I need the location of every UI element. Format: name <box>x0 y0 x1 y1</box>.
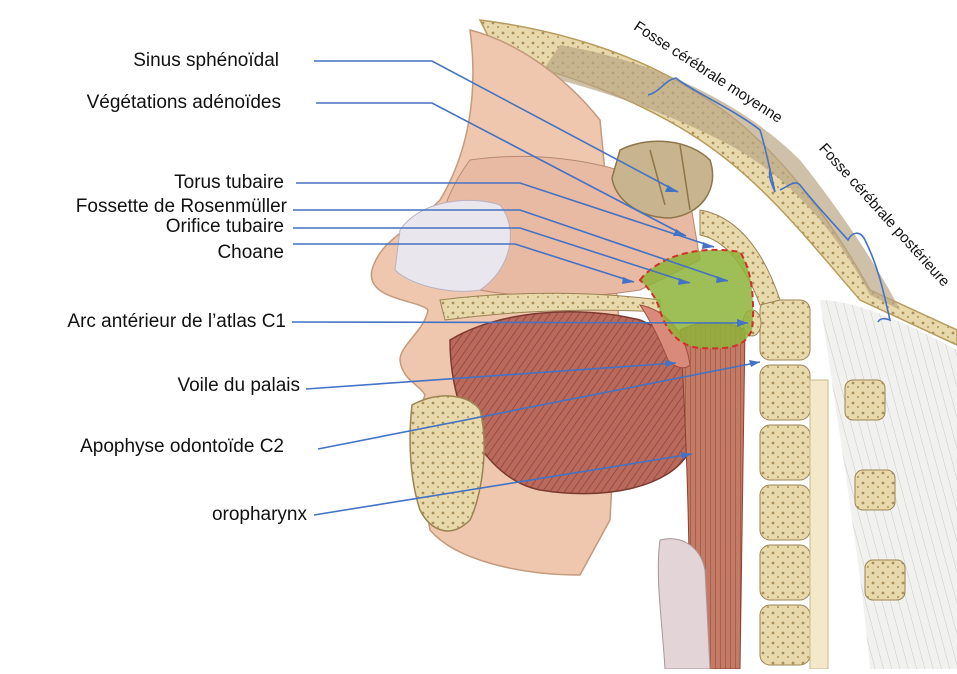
nasal-septum-cartilage <box>395 200 510 291</box>
label-torus-tubaire: Torus tubaire <box>174 172 284 194</box>
label-oropharynx: oropharynx <box>212 504 307 526</box>
label-orifice-tubaire: Orifice tubaire <box>166 216 284 238</box>
label-choane: Choane <box>217 242 284 264</box>
label-apophyse-odontoide: Apophyse odontoïde C2 <box>80 436 284 458</box>
label-vegetations-adenoides: Végétations adénoïdes <box>87 92 281 114</box>
label-sinus-sphenoidal: Sinus sphénoïdal <box>133 50 279 72</box>
label-arc-anterieur-atlas: Arc antérieur de l’atlas C1 <box>67 311 286 333</box>
label-fossette-rosenmuller: Fossette de Rosenmüller <box>76 196 287 218</box>
mandible <box>410 396 484 531</box>
label-voile-du-palais: Voile du palais <box>177 375 300 397</box>
